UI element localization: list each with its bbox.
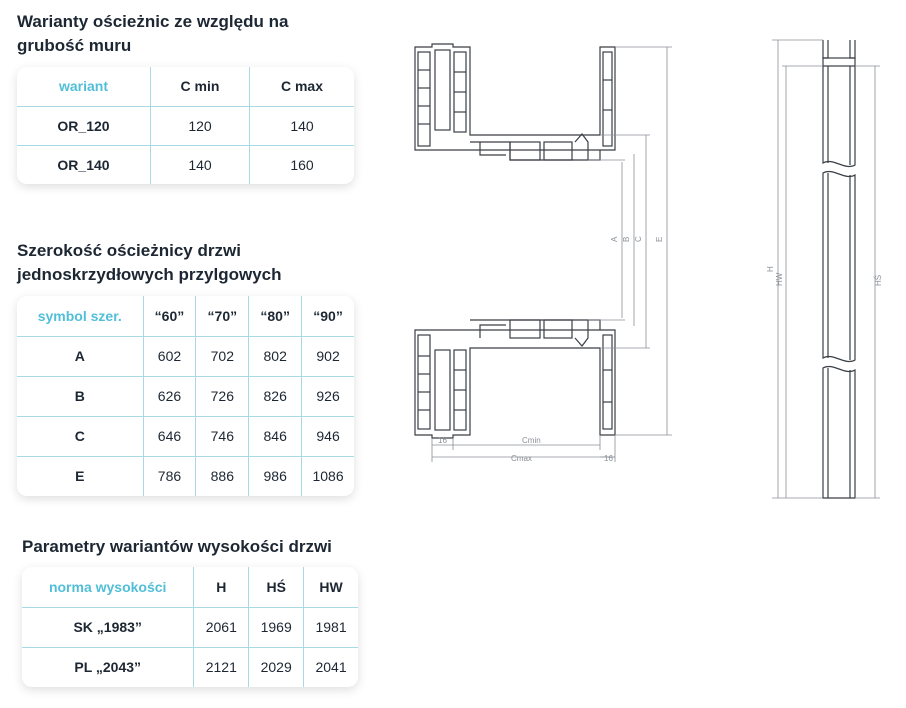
dim-label-gap-left: 16 — [438, 436, 447, 445]
table-cell: 160 — [249, 144, 354, 184]
table-cell: 926 — [301, 375, 354, 416]
dim-label-hw: HW — [775, 272, 784, 286]
table-cell: 2121 — [193, 646, 249, 687]
variants-table: wariant C min C max OR_120 120 140 OR_14… — [17, 67, 354, 184]
table-header-cell: H — [193, 567, 249, 607]
table-cell: 826 — [248, 375, 302, 416]
table-cell: 726 — [195, 375, 249, 416]
table-row: A 602 702 802 902 — [17, 335, 354, 376]
table-cell: 902 — [301, 335, 354, 376]
table-row-label: B — [17, 375, 144, 416]
table-row-label: SK „1983” — [22, 606, 194, 647]
widths-table: symbol szer. “60” “70” “80” “90” A 602 7… — [17, 296, 354, 496]
table-cell: 702 — [195, 335, 249, 376]
table-cell: 2061 — [193, 606, 249, 647]
table-cell: 120 — [150, 105, 250, 145]
table-cell: 646 — [142, 415, 196, 456]
dim-label-gap-right: 16 — [604, 454, 613, 463]
variants-title: Warianty ościeżnic ze względu na grubość… — [17, 12, 289, 55]
table-row-label: OR_140 — [17, 144, 151, 184]
table-row: E 786 886 986 1086 — [17, 455, 354, 496]
dim-label-h: H — [766, 266, 775, 272]
dim-label-cmin: Cmin — [522, 436, 541, 445]
table-row-label: OR_120 — [17, 105, 151, 145]
table-cell: 602 — [142, 335, 196, 376]
table-row: OR_120 120 140 — [17, 105, 354, 145]
table-header-cell: C max — [249, 67, 354, 106]
dim-label-b: B — [622, 237, 631, 242]
bottom-frame-profile — [414, 319, 616, 439]
table-header-cell: “90” — [301, 296, 354, 336]
table-cell: 986 — [248, 455, 302, 496]
table-cell: 140 — [249, 105, 354, 145]
table-row: OR_140 140 160 — [17, 144, 354, 184]
table-cell: 1969 — [248, 606, 304, 647]
table-header-row: symbol szer. “60” “70” “80” “90” — [17, 296, 354, 336]
heights-title: Parametry wariantów wysokości drzwi — [22, 537, 332, 556]
frame-technical-drawing: A B C E 16 Cmin Cmax 16 H HW HŚ — [414, 39, 883, 499]
dimension-lines — [431, 46, 672, 462]
dim-label-e: E — [655, 237, 664, 242]
table-cell: 1981 — [303, 606, 358, 647]
dim-label-c: C — [634, 236, 643, 242]
dim-label-cmax: Cmax — [511, 454, 532, 463]
table-header-cell: C min — [150, 67, 250, 106]
table-cell: 846 — [248, 415, 302, 456]
table-cell: 2029 — [248, 646, 304, 687]
table-cell: 140 — [150, 144, 250, 184]
table-row-label: E — [17, 455, 144, 496]
side-elevation-profile — [822, 40, 856, 499]
table-row: SK „1983” 2061 1969 1981 — [22, 606, 358, 647]
table-header-cell: symbol szer. — [37, 307, 122, 324]
top-frame-profile — [414, 43, 616, 161]
table-cell: 786 — [142, 455, 196, 496]
table-row-label: A — [17, 335, 144, 376]
table-header-cell: “80” — [248, 296, 302, 336]
table-header-row: norma wysokości H HŚ HW — [22, 567, 358, 607]
heights-table: norma wysokości H HŚ HW SK „1983” 2061 1… — [22, 567, 358, 687]
table-cell: 1086 — [301, 455, 354, 496]
table-cell: 886 — [195, 455, 249, 496]
side-dimension-lines — [772, 39, 880, 499]
table-cell: 626 — [142, 375, 196, 416]
table-row-label: PL „2043” — [22, 646, 194, 687]
dim-label-a: A — [610, 236, 619, 242]
table-row-label: C — [17, 415, 144, 456]
dim-label-hs: HŚ — [874, 275, 883, 286]
table-row: C 646 746 846 946 — [17, 415, 354, 456]
table-row: PL „2043” 2121 2029 2041 — [22, 646, 358, 687]
table-header-cell: norma wysokości — [48, 578, 167, 595]
table-row: B 626 726 826 926 — [17, 375, 354, 416]
table-header-cell: “60” — [142, 296, 196, 336]
table-cell: 2041 — [303, 646, 358, 687]
widths-title: Szerokość ościeżnicy drzwi jednoskrzydło… — [17, 241, 282, 284]
table-header-row: wariant C min C max — [17, 67, 354, 106]
table-header-cell: “70” — [195, 296, 249, 336]
table-header-cell: HŚ — [248, 567, 304, 607]
table-header-cell: wariant — [58, 78, 108, 95]
table-cell: 802 — [248, 335, 302, 376]
table-cell: 746 — [195, 415, 249, 456]
table-cell: 946 — [301, 415, 354, 456]
table-header-cell: HW — [303, 567, 358, 607]
